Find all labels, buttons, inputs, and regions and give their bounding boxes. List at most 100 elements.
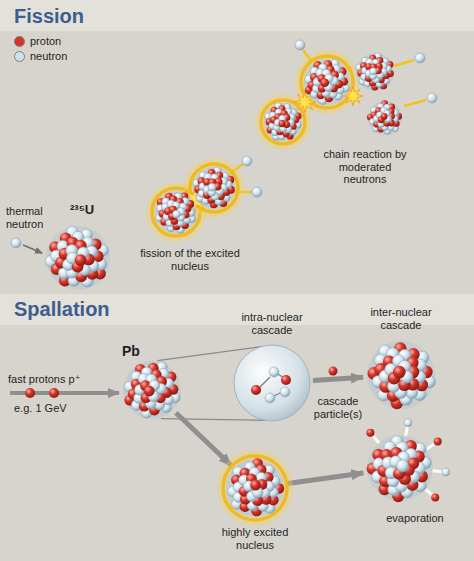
evaporation-streak xyxy=(425,489,433,496)
legend-text: neutron xyxy=(30,50,67,63)
nucleus-node: highly excited nucleus xyxy=(225,458,285,518)
proton-ball xyxy=(381,113,388,120)
neutron-ball xyxy=(11,238,21,248)
flow-arrow xyxy=(288,473,364,483)
nucleus-core xyxy=(123,361,181,419)
nucleus-group xyxy=(234,345,310,421)
neutron-ball xyxy=(242,156,252,166)
neutron-ball xyxy=(172,210,180,218)
edge-label: cascade particle(s) xyxy=(308,395,368,420)
excitation-ring xyxy=(261,100,305,144)
cascade-particle xyxy=(329,367,338,376)
neutron-ball xyxy=(252,187,262,197)
nucleus-group xyxy=(45,226,110,290)
nucleus-core xyxy=(367,341,435,409)
evaporation-streak xyxy=(432,469,443,473)
nucleus-picture xyxy=(45,225,111,291)
neutron-streak xyxy=(394,60,414,66)
proton-ball xyxy=(320,78,329,87)
section-heading: Spallation xyxy=(14,298,110,321)
nucleus-group xyxy=(222,455,288,521)
nucleus-core xyxy=(368,101,402,135)
nucleus-node: inter-nuclear cascade xyxy=(366,340,436,410)
nucleus-node: evaporation xyxy=(366,434,434,502)
nucleus-group xyxy=(123,361,181,419)
neutron-path xyxy=(23,245,42,253)
annotation-label: e.g. 1 GeV xyxy=(14,402,67,415)
nucleus-picture xyxy=(275,40,395,160)
nucleus-node: fission of the excited nucleus xyxy=(153,158,237,242)
nucleus-label: fission of the excited nucleus xyxy=(140,247,240,272)
neutron-ball xyxy=(404,419,412,427)
evaporation-streak xyxy=(372,435,379,443)
neutron-ball xyxy=(208,183,216,191)
nucleus-node: ²³⁵U xyxy=(45,225,111,291)
annotation-label: fast protons p⁺ xyxy=(8,373,80,386)
neutron-ball xyxy=(415,53,425,63)
nucleus-core xyxy=(264,103,302,141)
annotation-label: thermal neutron xyxy=(6,205,58,230)
section-heading: Fission xyxy=(14,5,84,28)
neutron-ball xyxy=(295,40,305,50)
nucleus-core xyxy=(356,53,394,91)
proton-ball xyxy=(25,388,35,398)
nucleus-core xyxy=(155,191,197,233)
legend-item: proton xyxy=(14,35,61,48)
proton-ball xyxy=(49,388,59,398)
nucleus-core xyxy=(226,459,284,517)
neutron-streak xyxy=(404,100,426,106)
neutron-ball xyxy=(396,460,408,472)
nucleus-core xyxy=(193,167,235,209)
nucleus-label: inter-nuclear cascade xyxy=(356,306,446,331)
legend-swatch xyxy=(14,36,25,47)
nucleus-picture xyxy=(122,360,182,420)
proton-ball xyxy=(278,120,285,127)
proton-ball xyxy=(366,429,374,437)
legend-item: neutron xyxy=(14,50,67,63)
nucleus-label: highly excited nucleus xyxy=(210,526,300,551)
legend-swatch xyxy=(14,51,25,62)
proton-ball xyxy=(144,386,155,397)
neutron-ball xyxy=(370,68,377,75)
nucleus-picture xyxy=(234,345,310,421)
proton-ball xyxy=(250,480,261,491)
proton-ball xyxy=(75,254,87,266)
nucleus-sphere xyxy=(234,345,310,421)
legend-text: proton xyxy=(30,35,61,48)
nucleus-picture xyxy=(366,434,434,502)
nucleus-picture xyxy=(366,340,436,410)
proton-ball xyxy=(434,438,442,446)
nucleus-core xyxy=(46,226,110,290)
proton-ball xyxy=(431,494,439,502)
nucleus-picture xyxy=(153,158,237,242)
nucleus-node: Pb xyxy=(122,360,182,420)
nucleus-group xyxy=(366,419,449,503)
nucleus-node: chain reaction by moderated neutrons xyxy=(275,40,395,160)
flow-arrow xyxy=(176,413,231,466)
proton-ball xyxy=(393,366,406,379)
nucleus-group xyxy=(151,163,239,237)
nucleus-label: chain reaction by moderated neutrons xyxy=(322,148,408,186)
nucleus-group xyxy=(367,341,435,409)
neutron-ball xyxy=(442,468,450,476)
evaporation-streak xyxy=(406,426,408,437)
nucleus-node: intra-nuclear cascade xyxy=(234,345,310,421)
nucleus-core xyxy=(304,59,350,105)
neutron-ball xyxy=(269,367,279,377)
proton-ball xyxy=(281,375,291,385)
nucleus-label: intra-nuclear cascade xyxy=(227,311,317,336)
flow-arrow xyxy=(313,377,363,380)
nucleus-core xyxy=(367,435,433,501)
nucleus-label: evaporation xyxy=(386,512,444,525)
neutron-ball xyxy=(280,387,290,397)
neutron-ball xyxy=(265,393,275,403)
nucleus-label: ²³⁵U xyxy=(70,203,94,218)
excitation-ring xyxy=(223,456,287,520)
proton-ball xyxy=(251,385,261,395)
excitation-glow xyxy=(222,455,288,521)
heading-band xyxy=(0,0,474,31)
nucleus-label: Pb xyxy=(122,343,140,359)
evaporation-streak xyxy=(426,443,435,449)
